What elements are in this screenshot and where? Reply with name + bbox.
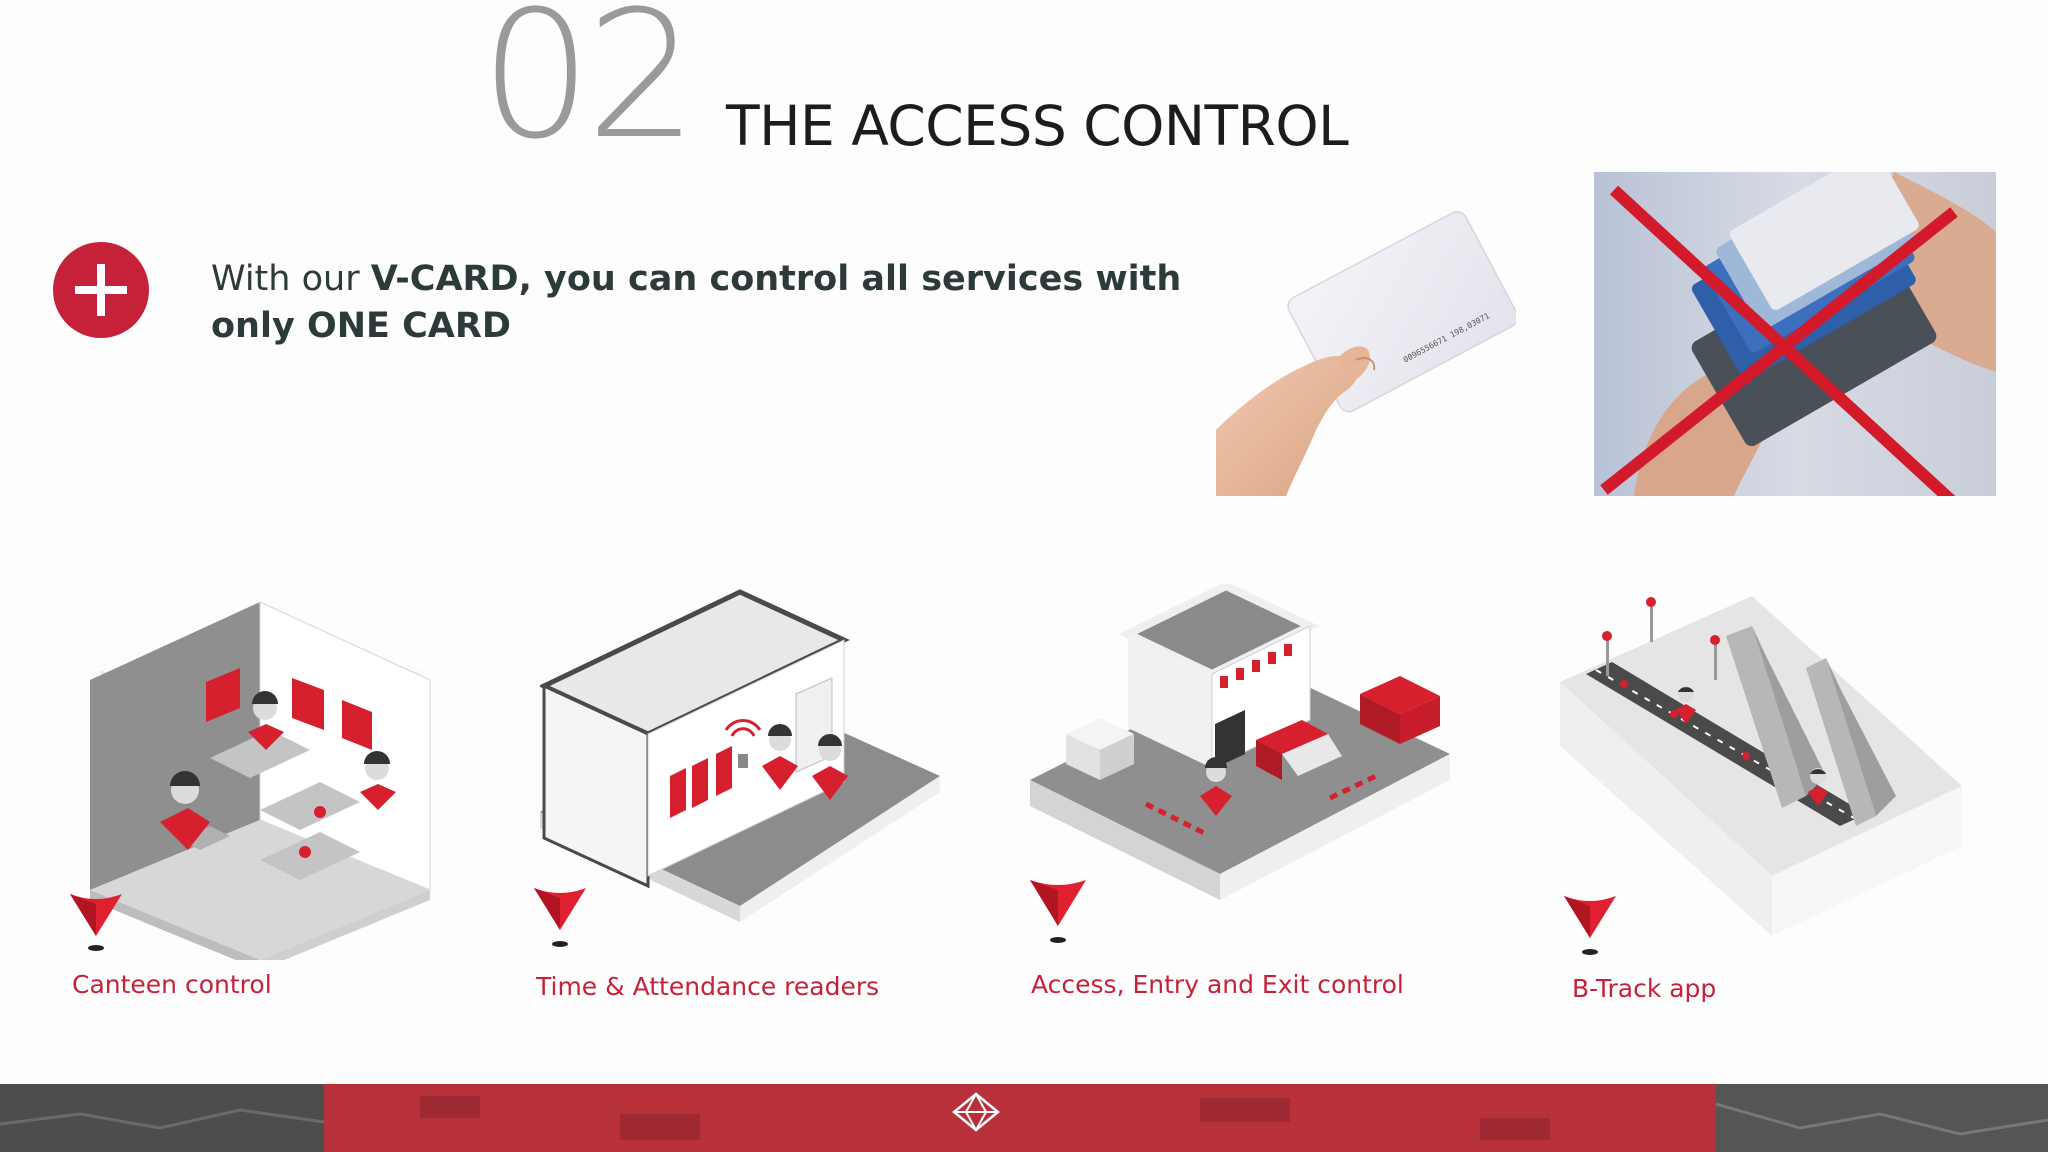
b-track-illustration <box>1556 596 1962 936</box>
time-attendance-illustration <box>538 586 940 926</box>
map-pin-icon <box>532 886 588 952</box>
map-pin-icon <box>68 892 124 956</box>
feature-label-time-attendance: Time & Attendance readers <box>536 972 880 1001</box>
lead-prefix: With our <box>211 259 371 299</box>
map-pin-icon <box>1562 894 1618 960</box>
plus-icon <box>53 242 149 338</box>
section-number: 02 <box>480 0 698 178</box>
card-photo: 0096556671 198,03071 <box>1216 210 1519 496</box>
feature-label-b-track: B-Track app <box>1572 974 1717 1003</box>
feature-label-canteen: Canteen control <box>72 970 272 999</box>
wallet-cards-photo <box>1594 172 1996 496</box>
section-title: THE ACCESS CONTROL <box>726 94 1349 158</box>
map-pin-icon <box>1028 878 1088 948</box>
lead-bold: V-CARD, you can control all services wit… <box>211 259 1182 346</box>
access-entry-exit-illustration <box>1030 581 1450 914</box>
canteen-illustration <box>80 590 440 970</box>
lead-text: With our V-CARD, you can control all ser… <box>211 256 1191 350</box>
footer-banner <box>0 1084 2048 1152</box>
feature-label-access-entry-exit: Access, Entry and Exit control <box>1031 970 1404 999</box>
